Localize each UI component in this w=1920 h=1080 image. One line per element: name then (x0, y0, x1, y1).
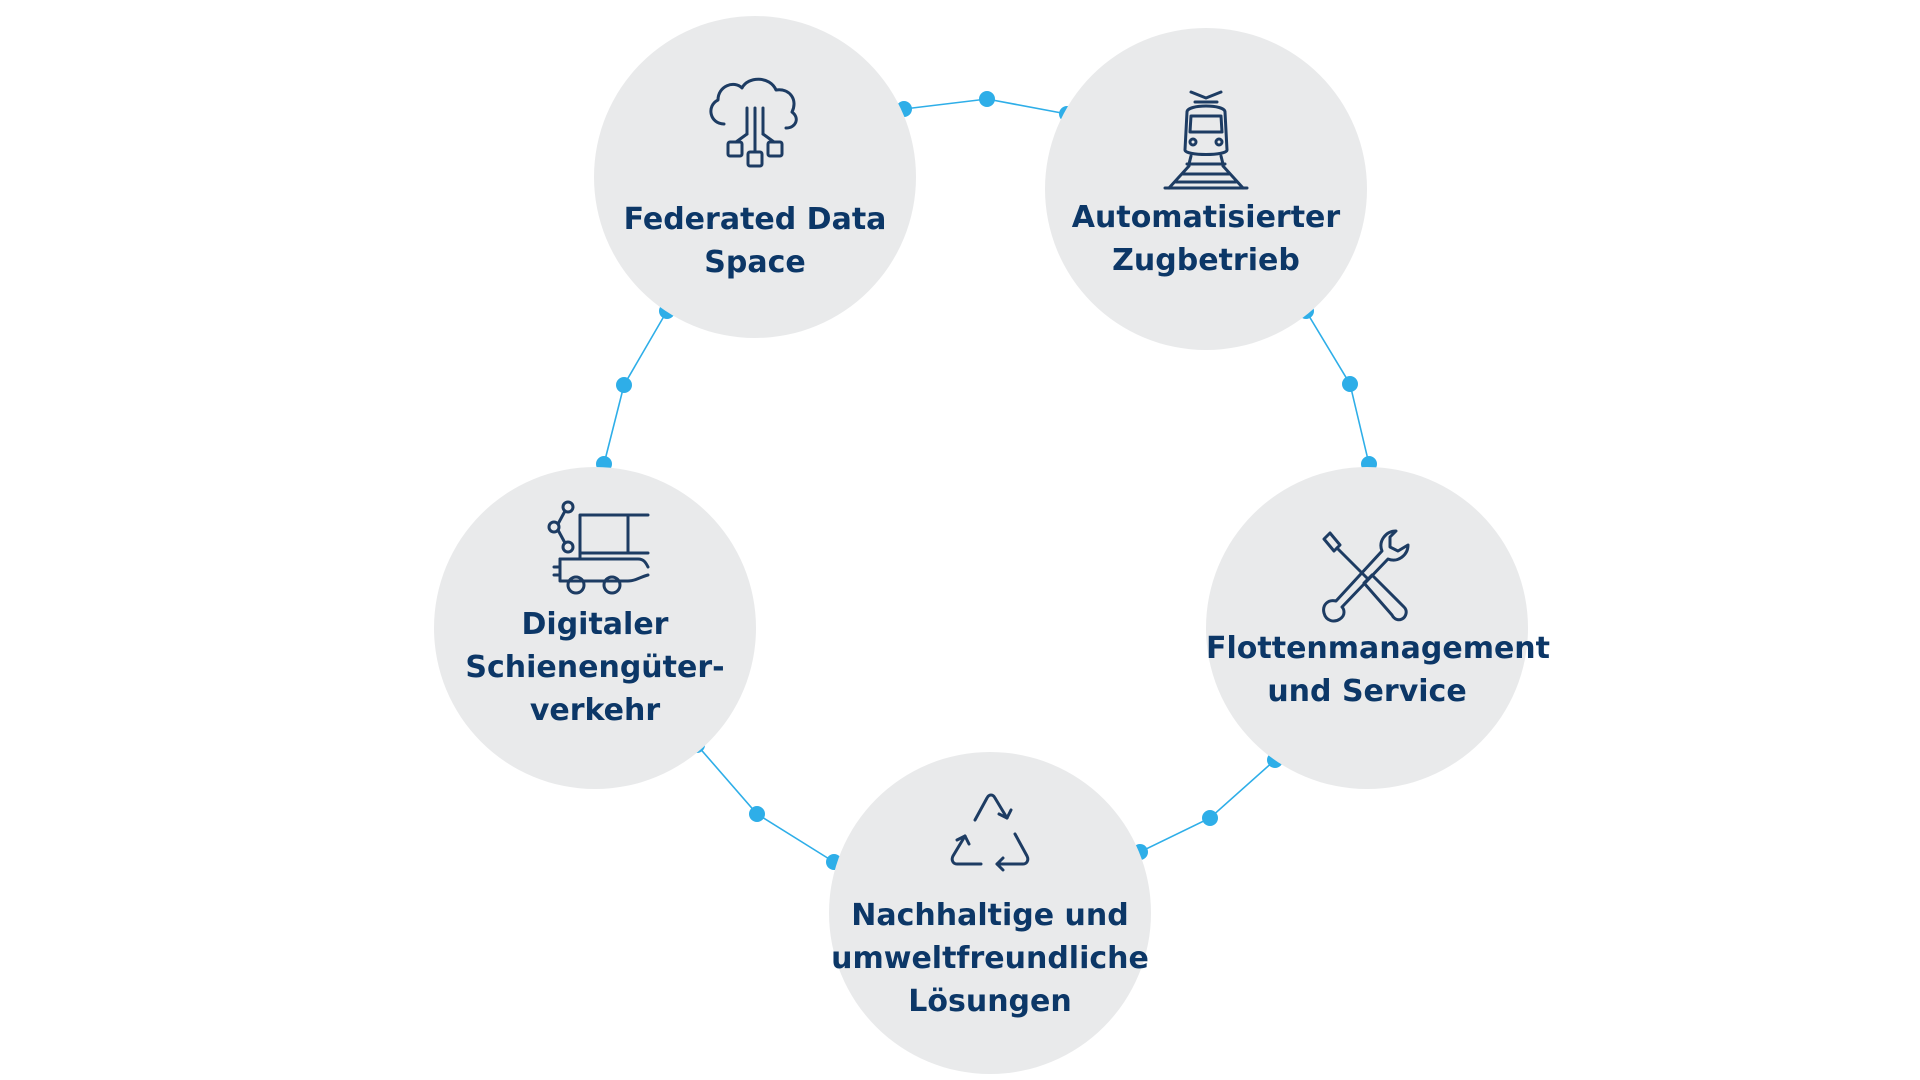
connector-dot (616, 377, 632, 393)
connector-fleet-sustainable (1124, 747, 1291, 861)
node-automatisierter-zugbetrieb: Automatisierter Zugbetrieb (1045, 28, 1367, 350)
connector-dot (749, 806, 765, 822)
connector-dot (1202, 810, 1218, 826)
connector-ato-fleet (1297, 293, 1373, 479)
connector-sustainable-freight (689, 734, 849, 871)
node-label: Federated Data Space (623, 202, 887, 280)
freight-wagon-network-icon (540, 497, 650, 607)
node-flottenmanagement: Flottenmanagement und Service (1206, 467, 1551, 789)
connector-dot (1342, 376, 1358, 392)
cloud-network-icon (700, 72, 810, 182)
node-label: Nachhaltige und umweltfreundliche Lösung… (831, 898, 1149, 1019)
node-label: Automatisierter Zugbetrieb (1071, 200, 1341, 278)
train-icon (1151, 84, 1261, 194)
wrench-screwdriver-icon (1312, 523, 1422, 633)
node-digitaler-schienengueterverkehr: Digitaler Schienengüter- verkehr (434, 467, 756, 789)
node-label: Digitaler Schienengüter- verkehr (465, 607, 725, 728)
connector-freight-federated (599, 295, 678, 479)
recycle-icon (935, 780, 1045, 890)
connector-dot (979, 91, 995, 107)
node-nachhaltige-loesungen: Nachhaltige und umweltfreundliche Lösung… (829, 752, 1151, 1074)
node-federated-data-space: Federated Data Space (594, 16, 916, 338)
node-label: Flottenmanagement und Service (1206, 631, 1551, 709)
